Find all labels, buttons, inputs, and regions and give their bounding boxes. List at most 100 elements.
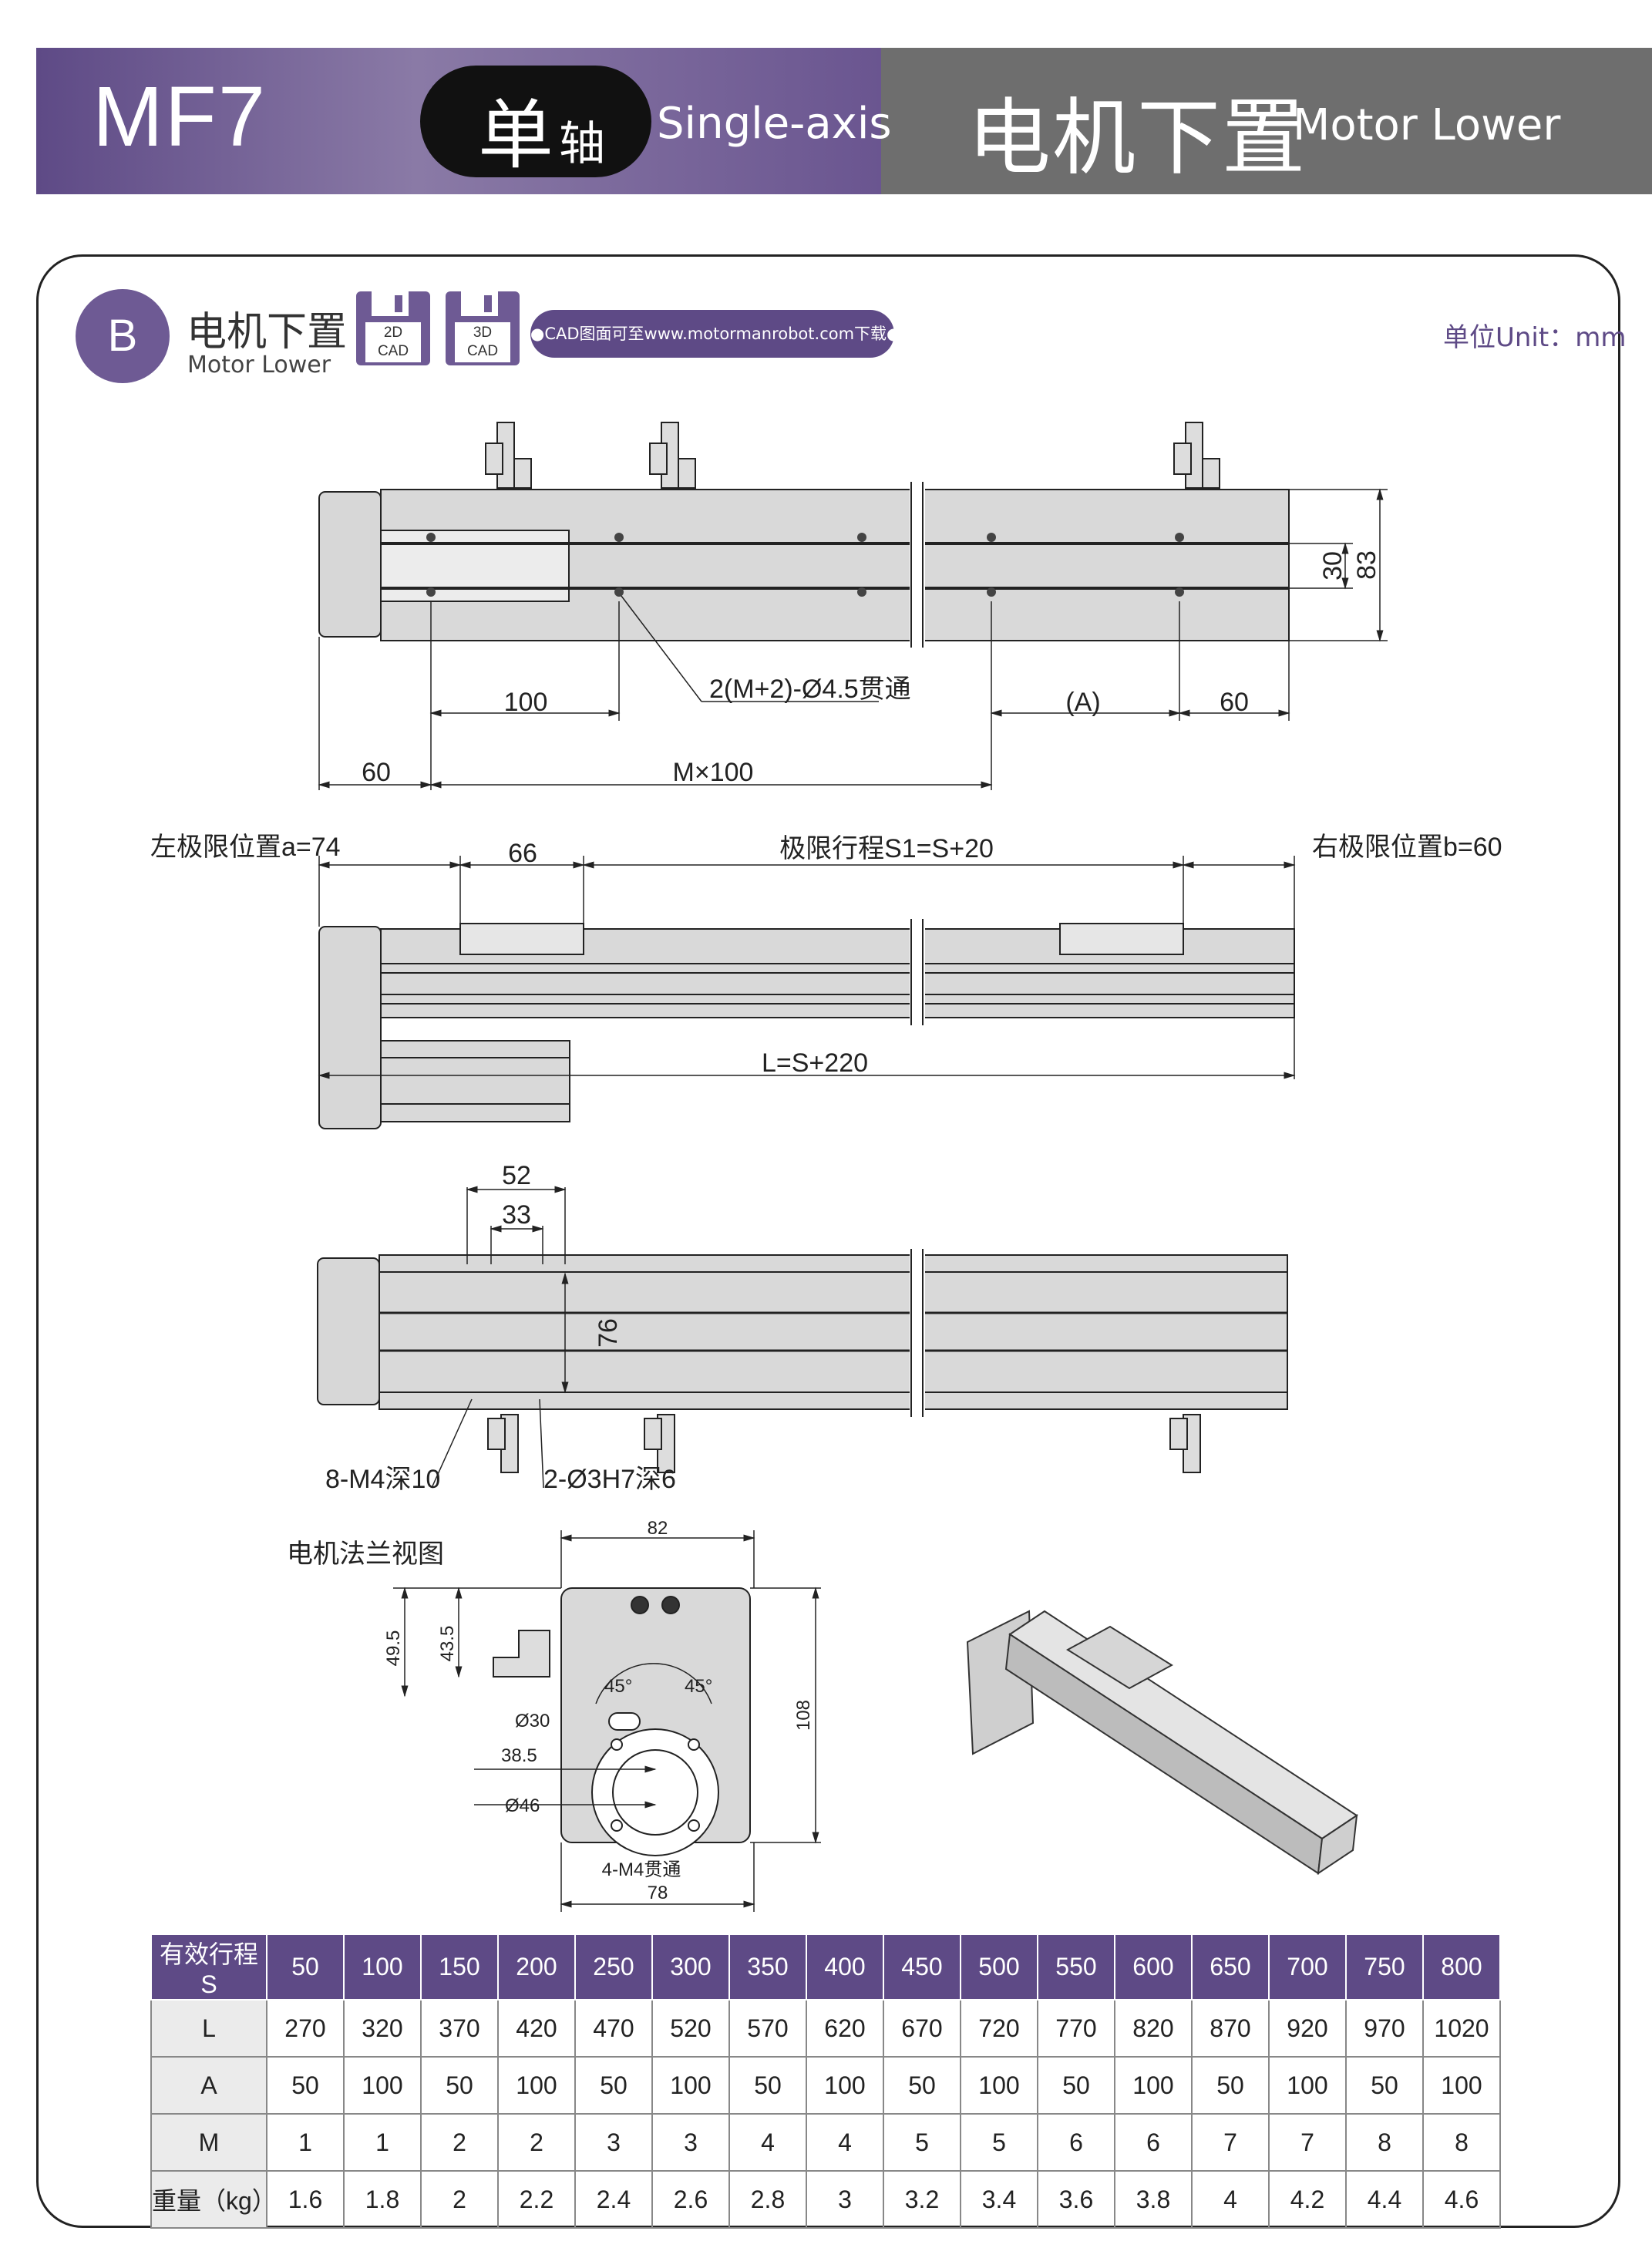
table-row-a: A 50 100 50 100 50 100 50 100 50 100 50 … bbox=[150, 2056, 1501, 2115]
table-cell: 100 bbox=[1422, 2056, 1501, 2115]
table-row-m: M 1 1 2 2 3 3 4 4 5 5 6 6 7 7 8 8 bbox=[150, 2113, 1501, 2172]
stroke-header: 200 bbox=[497, 1933, 576, 2001]
left-limit-label: 左极限位置a=74 bbox=[150, 833, 341, 862]
table-cell: 520 bbox=[651, 1999, 730, 2058]
table-cell: 100 bbox=[806, 2056, 884, 2115]
stroke-header: 450 bbox=[883, 1933, 961, 2001]
table-cell: 3 bbox=[651, 2113, 730, 2172]
table-cell: 100 bbox=[960, 2056, 1038, 2115]
table-cell: 1.8 bbox=[343, 2170, 422, 2229]
row-label: M bbox=[150, 2113, 267, 2172]
table-cell: 770 bbox=[1037, 1999, 1115, 2058]
cad-2d-icon[interactable]: 2D CAD bbox=[356, 291, 430, 365]
top-view bbox=[318, 422, 1388, 790]
table-cell: 8 bbox=[1345, 2113, 1424, 2172]
header-right-band bbox=[881, 48, 1652, 194]
stroke-header: 500 bbox=[960, 1933, 1038, 2001]
table-cell: 50 bbox=[883, 2056, 961, 2115]
table-cell: 4 bbox=[728, 2113, 807, 2172]
table-cell: 1 bbox=[343, 2113, 422, 2172]
dim-60-left: 60 bbox=[362, 758, 391, 787]
table-cell: 3.6 bbox=[1037, 2170, 1115, 2229]
table-cell: 570 bbox=[728, 1999, 807, 2058]
table-cell: 1020 bbox=[1422, 1999, 1501, 2058]
dim-d46: Ø46 bbox=[505, 1795, 540, 1816]
dim-30: 30 bbox=[1318, 551, 1348, 580]
table-cell: 870 bbox=[1191, 1999, 1270, 2058]
section-title-cn: 电机下置 bbox=[187, 309, 348, 355]
table-cell: 5 bbox=[883, 2113, 961, 2172]
dim-49-5: 49.5 bbox=[383, 1630, 404, 1667]
dim-82: 82 bbox=[648, 1518, 668, 1539]
stroke-header: 600 bbox=[1114, 1933, 1193, 2001]
stroke-header: 550 bbox=[1037, 1933, 1115, 2001]
table-cell: 100 bbox=[651, 2056, 730, 2115]
stroke-header: 350 bbox=[728, 1933, 807, 2001]
side-view bbox=[318, 856, 1296, 1129]
table-cell: 4.2 bbox=[1268, 2170, 1347, 2229]
cad-2d-label-top: 2D bbox=[383, 325, 403, 341]
table-cell: 100 bbox=[343, 2056, 422, 2115]
table-cell: 50 bbox=[420, 2056, 499, 2115]
stroke-header: 700 bbox=[1268, 1933, 1347, 2001]
table-cell: 7 bbox=[1191, 2113, 1270, 2172]
table-cell: 6 bbox=[1037, 2113, 1115, 2172]
table-cell: 50 bbox=[1191, 2056, 1270, 2115]
dimension-labels: 100 2(M+2)-Ø4.5贯通 (A) 60 60 M×100 30 83 … bbox=[150, 550, 1502, 1903]
table-cell: 270 bbox=[266, 1999, 345, 2058]
table-cell: 2.8 bbox=[728, 2170, 807, 2229]
table-cell: 320 bbox=[343, 1999, 422, 2058]
table-cell: 50 bbox=[266, 2056, 345, 2115]
table-cell: 3.8 bbox=[1114, 2170, 1193, 2229]
table-cell: 3 bbox=[806, 2170, 884, 2229]
stroke-header: 300 bbox=[651, 1933, 730, 2001]
axis-pill bbox=[420, 66, 651, 177]
table-cell: 920 bbox=[1268, 1999, 1347, 2058]
row-label: A bbox=[150, 2056, 267, 2115]
pins-label: 2-Ø3H7深6 bbox=[543, 1465, 676, 1494]
dim-m100: M×100 bbox=[673, 758, 754, 787]
axis-english: Single-axis bbox=[657, 99, 892, 149]
angle-45-right: 45° bbox=[685, 1676, 712, 1697]
dim-33: 33 bbox=[502, 1200, 531, 1230]
table-cell: 5 bbox=[960, 2113, 1038, 2172]
dim-38-5: 38.5 bbox=[501, 1745, 537, 1766]
cad-download-link[interactable]: ●CAD图面可至www.motormanrobot.com下载● bbox=[530, 310, 900, 358]
table-cell: 50 bbox=[1345, 2056, 1424, 2115]
stroke-header: 750 bbox=[1345, 1933, 1424, 2001]
table-cell: 970 bbox=[1345, 1999, 1424, 2058]
dim-52: 52 bbox=[502, 1161, 531, 1190]
row-label: L bbox=[150, 1999, 267, 2058]
table-cell: 50 bbox=[1037, 2056, 1115, 2115]
bottom-view bbox=[317, 1186, 1288, 1489]
m4-holes-label: 4-M4贯通 bbox=[602, 1859, 681, 1880]
stroke-header: 400 bbox=[806, 1933, 884, 2001]
table-cell: 620 bbox=[806, 1999, 884, 2058]
stroke-header: 250 bbox=[574, 1933, 653, 2001]
stroke-header: 800 bbox=[1422, 1933, 1501, 2001]
cad-3d-label-top: 3D bbox=[473, 325, 493, 341]
table-cell: 7 bbox=[1268, 2113, 1347, 2172]
table-cell: 3.4 bbox=[960, 2170, 1038, 2229]
stroke-header: 650 bbox=[1191, 1933, 1270, 2001]
row-label: 重量（kg） bbox=[150, 2170, 277, 2229]
cad-2d-label-bottom: CAD bbox=[377, 343, 409, 359]
isometric-product-image bbox=[966, 1610, 1358, 1876]
table-cell: 470 bbox=[574, 1999, 653, 2058]
table-cell: 370 bbox=[420, 1999, 499, 2058]
dim-100: 100 bbox=[504, 688, 548, 717]
table-cell: 1.6 bbox=[266, 2170, 345, 2229]
dim-a: (A) bbox=[1065, 688, 1100, 717]
stroke-header: 150 bbox=[420, 1933, 499, 2001]
mount-title-cn: 电机下置 bbox=[967, 90, 1307, 187]
table-cell: 670 bbox=[883, 1999, 961, 2058]
spec-table: 有效行程 S 50 100 150 200 250 300 350 400 45… bbox=[150, 1933, 1501, 2229]
table-cell: 820 bbox=[1114, 1999, 1193, 2058]
table-cell: 2.2 bbox=[497, 2170, 576, 2229]
table-cell: 3 bbox=[574, 2113, 653, 2172]
table-cell: 2 bbox=[420, 2113, 499, 2172]
dim-60-right: 60 bbox=[1220, 688, 1249, 717]
unit-label: 单位Unit：mm bbox=[1443, 322, 1627, 353]
dim-d30: Ø30 bbox=[515, 1711, 550, 1731]
